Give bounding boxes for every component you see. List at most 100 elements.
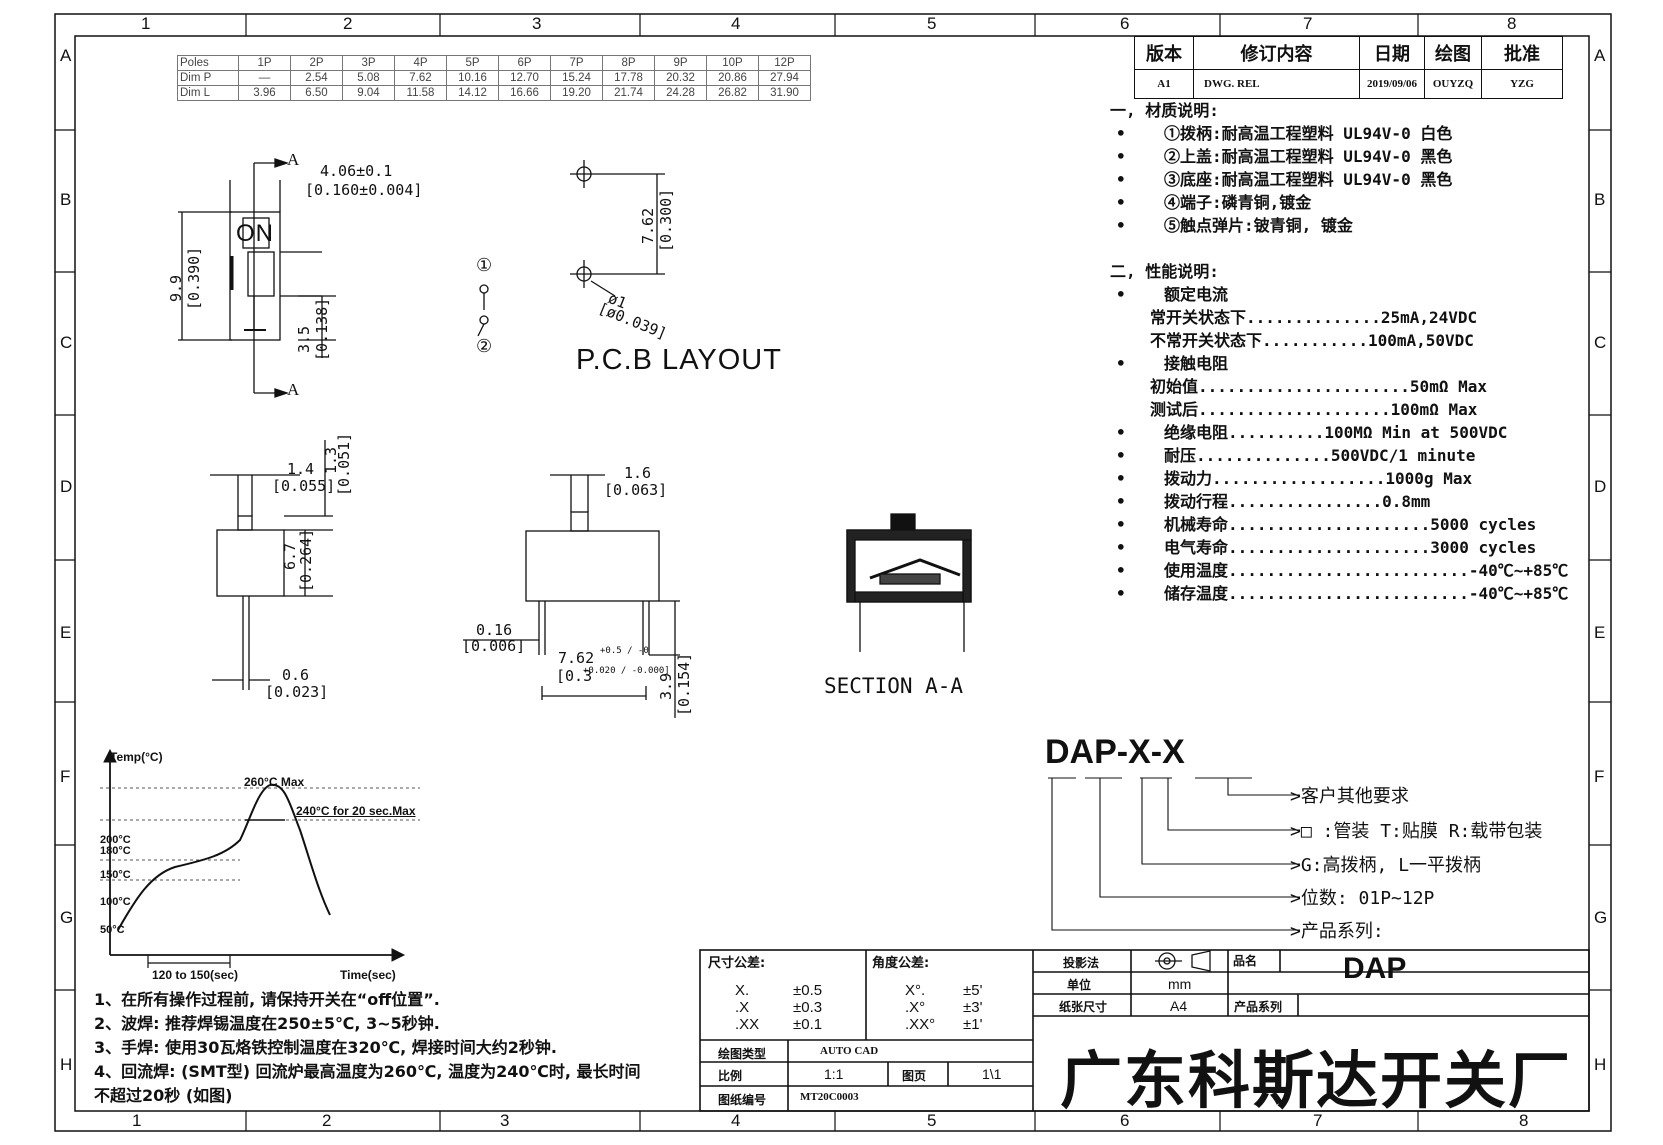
tolerance-format: .XX xyxy=(735,1016,760,1033)
zone-row-right-A: A xyxy=(1594,46,1606,65)
zone-row-left-B: B xyxy=(60,190,72,209)
poles-cell: 5P xyxy=(446,55,499,71)
poles-cell: 3.96 xyxy=(238,85,291,101)
poles-cell: 15.24 xyxy=(550,70,603,86)
top-offset-mm: 3.5 xyxy=(295,325,313,353)
unit-value: mm xyxy=(1168,976,1192,992)
poles-cell: 31.90 xyxy=(758,85,811,101)
performance-item: •额定电流 xyxy=(1110,283,1568,306)
zone-row-right-B: B xyxy=(1594,190,1606,209)
scale-label: 比例 xyxy=(718,1069,743,1083)
poles-cell: 6.50 xyxy=(290,85,343,101)
performance-item: 初始值......................50mΩ Max xyxy=(1110,375,1568,398)
legend-text: 位数: 01P~12P xyxy=(1300,888,1435,909)
paper-size-label: 纸张尺寸 xyxy=(1059,1000,1108,1014)
profile-preheat-label: 120 to 150(sec) xyxy=(152,968,239,982)
bullet-icon: • xyxy=(1116,193,1126,212)
materials-list: •①拨柄:耐高温工程塑料 UL94V-0 白色•②上盖:耐高温工程塑料 UL94… xyxy=(1110,122,1452,237)
poles-cell: 7P xyxy=(550,55,603,71)
section-marker-top: A xyxy=(287,150,300,169)
performance-item: •机械寿命.....................5000 cycles xyxy=(1110,513,1568,536)
performance-item: •电气寿命.....................3000 cycles xyxy=(1110,536,1568,559)
rev-approved: YZG xyxy=(1481,69,1563,99)
zone-row-right-H: H xyxy=(1594,1055,1607,1074)
profile-temp-100: 100°C xyxy=(100,896,131,908)
profile-peak-label: 260°C Max xyxy=(244,775,305,789)
top-view xyxy=(178,158,336,398)
rev-content: DWG. REL xyxy=(1193,69,1360,99)
poles-cell: 1P xyxy=(238,55,291,71)
bullet-icon: • xyxy=(1116,515,1126,534)
part-number-legend-item: >客户其他要求 xyxy=(1290,782,1409,808)
pcb-layout-title: P.C.B LAYOUT xyxy=(576,344,782,376)
sv2-act-in: [0.063] xyxy=(604,481,668,499)
poles-cell: 19.20 xyxy=(550,85,603,101)
zone-row-left-E: E xyxy=(60,623,72,642)
tolerance-value: ±0.5 xyxy=(793,982,823,999)
sv1-d1-mm: 1.4 xyxy=(287,460,315,478)
zone-col-top-7: 7 xyxy=(1303,14,1313,33)
rev-drawn: OUYZQ xyxy=(1424,69,1482,99)
bullet-icon: • xyxy=(1116,561,1126,580)
sv2-pitch-in: [0.3 xyxy=(556,667,593,685)
performance-item: •储存温度.........................-40℃~+85℃ xyxy=(1110,582,1568,605)
profile-dwell-label: 240°C for 20 sec.Max xyxy=(296,804,416,818)
drawing-no-label: 图纸编号 xyxy=(718,1093,767,1107)
pin2-label: ② xyxy=(476,336,493,356)
poles-cell: Dim L xyxy=(177,85,239,101)
poles-cell: 10P xyxy=(706,55,759,71)
note-line: 2、波焊: 推荐焊锡温度在250±5℃, 3~5秒钟. xyxy=(94,1014,440,1033)
arrow-icon: > xyxy=(1290,855,1301,876)
poles-cell: 26.82 xyxy=(706,85,759,101)
zone-row-left-G: G xyxy=(60,908,74,927)
zone-col-bottom-6: 6 xyxy=(1120,1111,1130,1130)
sv1-pin-mm: 0.6 xyxy=(282,666,310,684)
poles-cell: 9.04 xyxy=(342,85,395,101)
tolerance-value: ±0.3 xyxy=(793,999,823,1016)
pcb-pitch-in: [0.300] xyxy=(657,188,675,252)
page-value: 1\1 xyxy=(982,1066,1002,1082)
product-name-label: 品名 xyxy=(1233,954,1258,968)
bullet-icon: • xyxy=(1116,446,1126,465)
poles-cell: 8P xyxy=(602,55,655,71)
zone-col-bottom-4: 4 xyxy=(731,1111,741,1130)
part-number-legend-item: >产品系列: xyxy=(1290,917,1384,943)
poles-cell: 2.54 xyxy=(290,70,343,86)
tolerance-value: ±3' xyxy=(963,999,983,1016)
poles-cell: 10.16 xyxy=(446,70,499,86)
sv2-act-mm: 1.6 xyxy=(624,464,652,482)
zone-row-right-G: G xyxy=(1594,908,1608,927)
performance-text: 拨动行程................0.8mm xyxy=(1164,492,1431,511)
sv2-pitch-tol: +0.5 / -0 xyxy=(600,646,649,656)
outer-frame xyxy=(54,13,1612,1132)
poles-cell: Poles xyxy=(177,55,239,71)
zone-row-right-D: D xyxy=(1594,477,1607,496)
tolerance-format: X. xyxy=(735,982,750,999)
projection-label: 投影法 xyxy=(1063,956,1100,970)
bullet-icon: • xyxy=(1116,538,1126,557)
bullet-icon: • xyxy=(1116,469,1126,488)
performance-text: 初始值......................50mΩ Max xyxy=(1150,377,1487,396)
bullet-icon: • xyxy=(1116,124,1126,143)
poles-cell: 24.28 xyxy=(654,85,707,101)
company-name: 广东科斯达开关厂 xyxy=(1060,1044,1573,1117)
zone-row-left-F: F xyxy=(60,767,71,786)
poles-cell: 5.08 xyxy=(342,70,395,86)
software-value: AUTO CAD xyxy=(820,1045,879,1057)
zone-col-top-4: 4 xyxy=(731,14,741,33)
performance-title: 二, 性能说明: xyxy=(1110,262,1219,281)
bullet-icon: • xyxy=(1116,285,1126,304)
performance-text: 拨动力..................1000g Max xyxy=(1164,469,1473,488)
sv2-leg-mm: 3.9 xyxy=(657,672,675,700)
performance-text: 储存温度.........................-40℃~+85℃ xyxy=(1164,584,1569,603)
sv2-pitch-in-tol: +0.020 / -0.000] xyxy=(583,666,670,676)
poles-cell: 6P xyxy=(498,55,551,71)
profile-temp-180: 180°C xyxy=(100,845,131,857)
performance-item: 测试后....................100mΩ Max xyxy=(1110,398,1568,421)
profile-ylabel: Temp(°C) xyxy=(110,750,163,764)
sv1-d2-in: [0.051] xyxy=(335,432,353,496)
material-text: ④端子:磷青铜,镀金 xyxy=(1164,193,1312,212)
bullet-icon: • xyxy=(1116,423,1126,442)
